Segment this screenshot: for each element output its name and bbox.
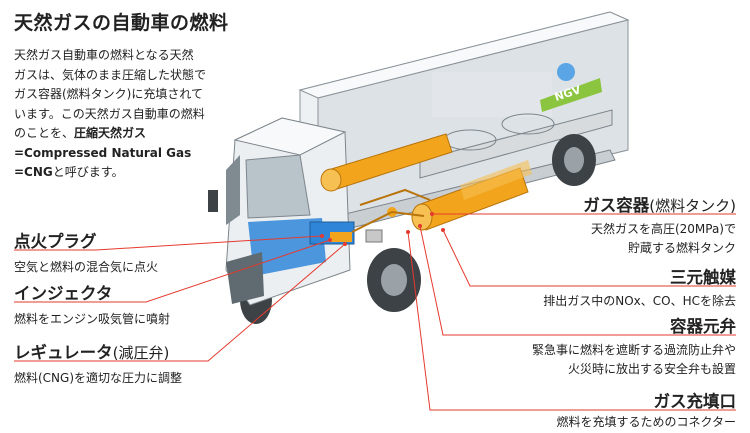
intro-line: 天然ガス自動車の燃料となる天然 [14,48,194,62]
intro-line: =CNGと呼びます。 [14,163,250,183]
label-catalyst-desc: 排出ガス中のNOx、CO、HCを除去 [543,294,736,308]
label-filler-title: ガス充填口 [653,392,737,411]
regulator-title-main: レギュレータ [14,343,113,362]
leader-valve [419,225,736,336]
label-ignition-title: 点火プラグ [14,232,97,251]
intro-line: ガス容器(燃料タンク)に充填されて [14,87,204,101]
label-tank-title: ガス容器(燃料タンク) [583,192,736,216]
intro-line7-suffix: と呼びます。 [52,165,124,179]
label-regulator-title: レギュレータ(減圧弁) [14,339,169,363]
regulator-title-sub: (減圧弁) [112,344,170,362]
leader-ignition [14,235,323,251]
intro-text: 天然ガス自動車の燃料となる天然 ガスは、気体のまま圧縮した状態で ガス容器(燃料… [14,46,250,183]
label-valve-desc: 緊急事に燃料を遮断する過流防止弁や 火災時に放出する安全弁も設置 [532,341,736,379]
label-ignition-desc: 空気と燃料の混合気に点火 [14,260,159,274]
marker-dot [328,238,332,242]
intro-line: います。この天然ガス自動車の燃料 [14,106,205,121]
label-regulator-desc: 燃料(CNG)を適切な圧力に調整 [14,371,183,385]
label-filler-desc: 燃料を充填するためのコネクター [556,415,736,429]
intro-line5-prefix: のことを、 [14,126,75,140]
marker-dot [320,234,324,238]
intro-cng-term: 圧縮天然ガス [74,126,147,140]
truck-cab [208,117,351,306]
label-injector-title: インジェクタ [14,284,113,303]
ngv-badge: NGV [540,63,602,112]
tank-desc-line: 貯蔵する燃料タンク [627,241,736,255]
leader-lines [14,213,736,411]
intro-cng-full: =Compressed Natural Gas [14,145,192,160]
leader-injector [14,239,331,303]
label-valve-title: 容器元弁 [670,317,736,336]
marker-dot [343,242,347,246]
label-injector-desc: 燃料をエンジン吸気管に噴射 [14,312,171,326]
page-title: 天然ガスの自動車の燃料 [14,12,229,34]
label-catalyst-title: 三元触媒 [670,268,736,287]
leader-endpoints [320,212,445,246]
intro-line: のことを、圧縮天然ガス [14,124,250,144]
marker-dot [418,224,422,228]
tank-title-sub: (燃料タンク) [649,197,736,215]
leader-filler [407,231,736,411]
marker-dot [430,212,434,216]
label-tank-desc: 天然ガスを高圧(20MPa)で 貯蔵する燃料タンク [591,220,736,258]
intro-cng-abbr: =CNG [14,165,53,179]
leader-catalyst [442,229,736,287]
leader-regulator [14,243,346,362]
valve-desc-line: 火災時に放出する安全弁も設置 [567,362,736,376]
engine-components [309,188,431,245]
tank-title-main: ガス容器 [583,196,650,215]
tank-desc-line: 天然ガスを高圧(20MPa)で [590,222,736,236]
intro-line: ガスは、気体のまま圧縮した状態で [14,67,207,82]
marker-dot [406,230,410,234]
marker-dot [441,228,445,232]
valve-desc-line: 緊急事に燃料を遮断する過流防止弁や [531,343,736,357]
